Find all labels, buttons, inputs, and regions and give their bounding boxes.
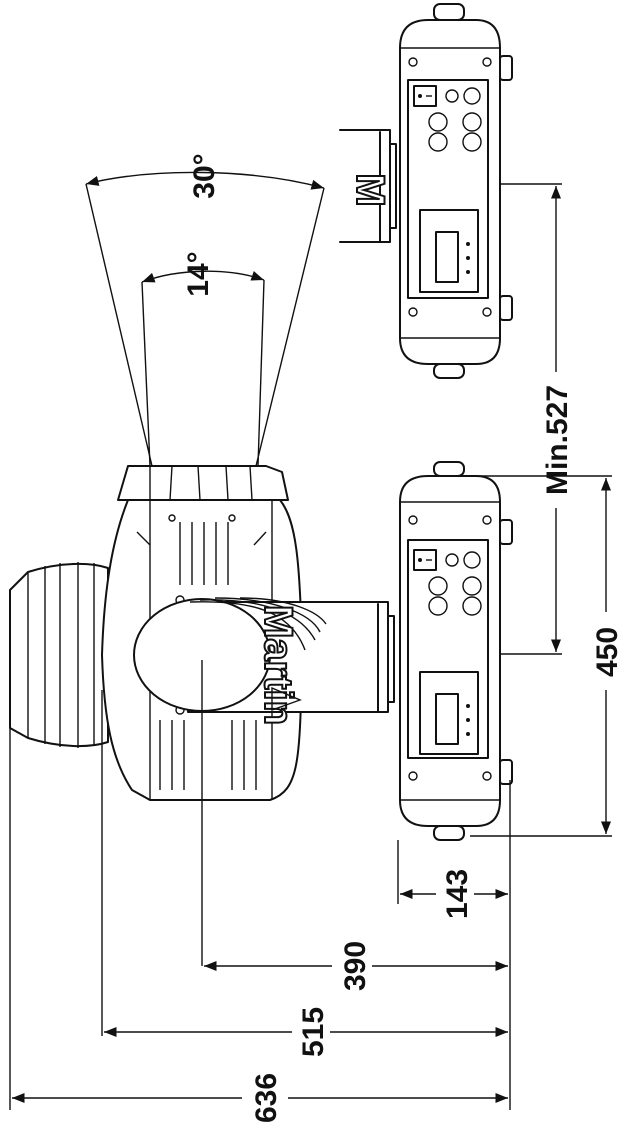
beam-angle-wide-label: 30° bbox=[188, 153, 221, 198]
dim-base-depth-label: 143 bbox=[441, 869, 474, 919]
brand-logo-text: Martin bbox=[256, 605, 300, 725]
dimension-lines: 636 515 390 143 450 Min.527 bbox=[9, 183, 622, 1123]
dim-base-length-label: 450 bbox=[591, 627, 622, 677]
dim-overall-label: 636 bbox=[250, 1073, 283, 1123]
yoke-arm: Martin bbox=[133, 597, 395, 726]
fixture-side-view: Martin bbox=[9, 465, 395, 801]
beam-angle-cones: 30° 14° bbox=[85, 153, 325, 467]
dim-mid-label: 515 bbox=[297, 1007, 330, 1057]
second-fixture-arm: M bbox=[339, 129, 397, 243]
rear-cap bbox=[9, 562, 109, 748]
brand-logo-mirrored: M bbox=[348, 173, 392, 206]
base-top-view-upper bbox=[399, 3, 513, 379]
dim-pivot-label: 390 bbox=[339, 941, 372, 991]
base-top-view-lower bbox=[399, 461, 513, 841]
lens-bezel bbox=[117, 465, 289, 501]
dim-min-spacing-label: Min.527 bbox=[541, 385, 574, 495]
beam-angle-narrow-label: 14° bbox=[182, 251, 215, 296]
